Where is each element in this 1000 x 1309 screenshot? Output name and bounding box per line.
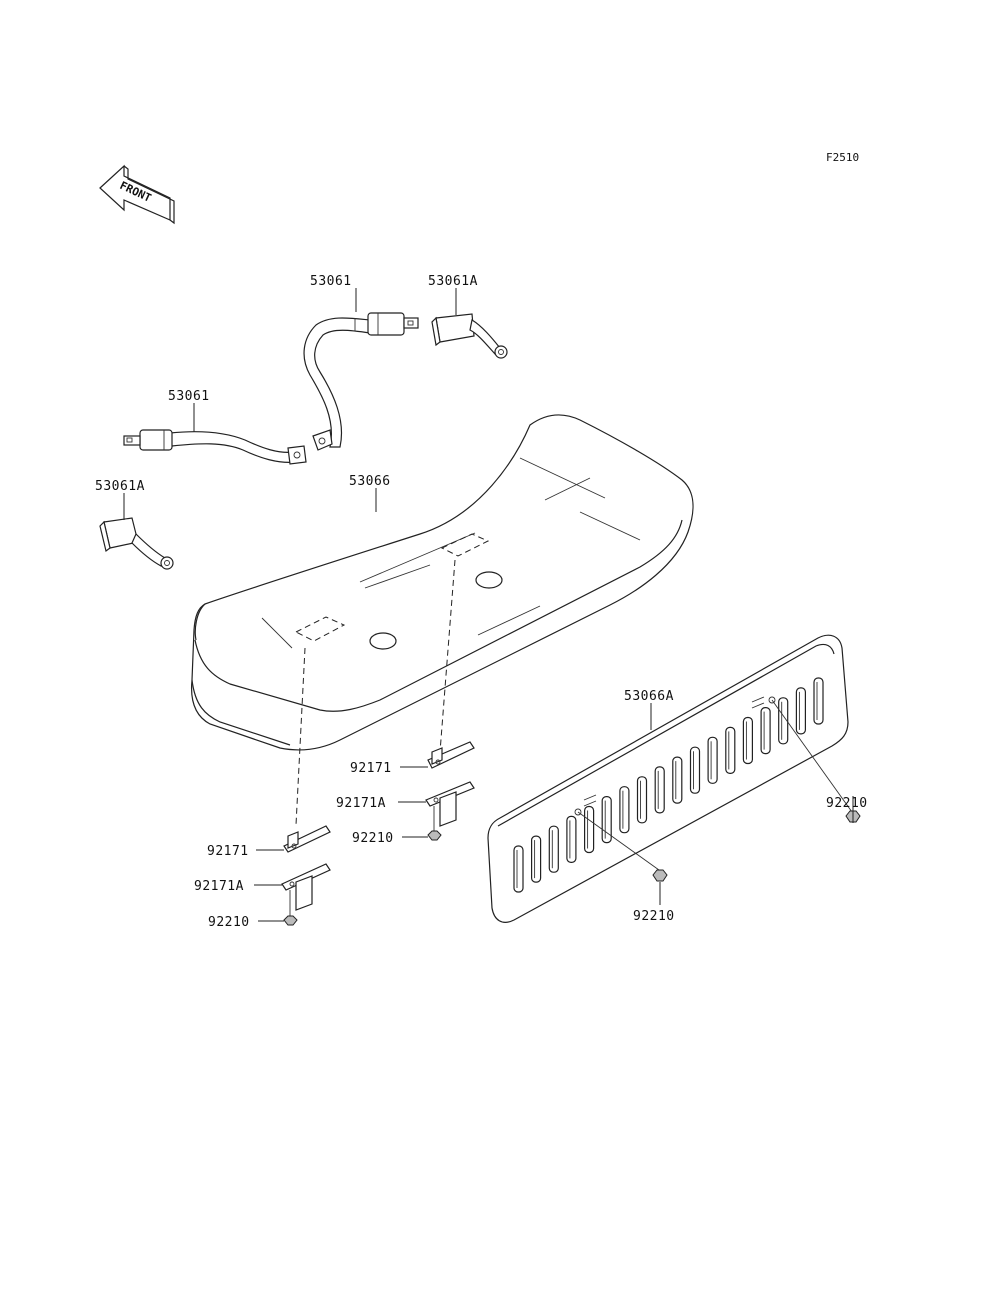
label-bracket-center: 92171 <box>350 761 392 776</box>
backrest-slot <box>778 697 789 745</box>
bracket-center-a <box>425 781 475 827</box>
backrest-slot <box>513 845 524 893</box>
backrest-slot <box>583 805 595 854</box>
seat-belt-left <box>123 429 307 465</box>
label-buckle-top: 53061A <box>428 274 478 289</box>
backrest-panel <box>487 634 849 923</box>
label-bracket-left-a: 92171A <box>194 879 244 894</box>
nut-center-icon <box>427 830 442 841</box>
backrest-slot <box>760 706 771 755</box>
backrest-slot <box>566 815 577 864</box>
label-belt-top: 53061 <box>310 274 352 289</box>
backrest-slot <box>636 776 648 824</box>
backrest-slot <box>742 716 754 765</box>
nut-backrest-bottom-icon <box>652 869 668 882</box>
backrest-stud-right <box>771 699 853 813</box>
label-nut-center: 92210 <box>352 831 394 846</box>
label-buckle-left: 53061A <box>95 479 145 494</box>
backrest-slot <box>601 795 612 844</box>
backrest-slot <box>548 825 559 873</box>
mount-line-center <box>439 559 456 753</box>
backrest-slot <box>689 746 701 794</box>
seat-cushion <box>190 414 694 751</box>
backrest-slot <box>795 687 807 735</box>
backrest-holes-left <box>574 794 597 816</box>
label-bracket-center-a: 92171A <box>336 796 386 811</box>
seat-belt-top <box>303 312 419 451</box>
buckle-top <box>431 313 508 359</box>
backrest-slot <box>707 736 718 784</box>
backrest-slot <box>813 677 824 725</box>
nut-left-icon <box>283 915 298 926</box>
backrest-stud-bottom <box>577 811 660 871</box>
label-belt-left: 53061 <box>168 389 210 404</box>
figure-code: F2510 <box>826 151 859 164</box>
label-nut-left: 92210 <box>208 915 250 930</box>
backrest-slot <box>654 766 665 814</box>
front-arrow-icon: FRONT <box>99 164 175 225</box>
buckle-left <box>99 517 174 570</box>
label-nut-backrest-right: 92210 <box>826 796 868 811</box>
label-backrest: 53066A <box>624 689 674 704</box>
backrest-slot <box>619 786 630 834</box>
bracket-left <box>283 825 331 853</box>
backrest-slot <box>530 835 542 883</box>
backrest-slot <box>672 756 683 804</box>
bracket-center <box>427 741 475 769</box>
backrest-slot <box>725 726 736 775</box>
label-bracket-left: 92171 <box>207 844 249 859</box>
label-nut-backrest-bottom: 92210 <box>633 909 675 924</box>
bracket-left-a <box>281 863 331 911</box>
backrest-holes-right <box>751 696 776 709</box>
label-seat: 53066 <box>349 474 391 489</box>
